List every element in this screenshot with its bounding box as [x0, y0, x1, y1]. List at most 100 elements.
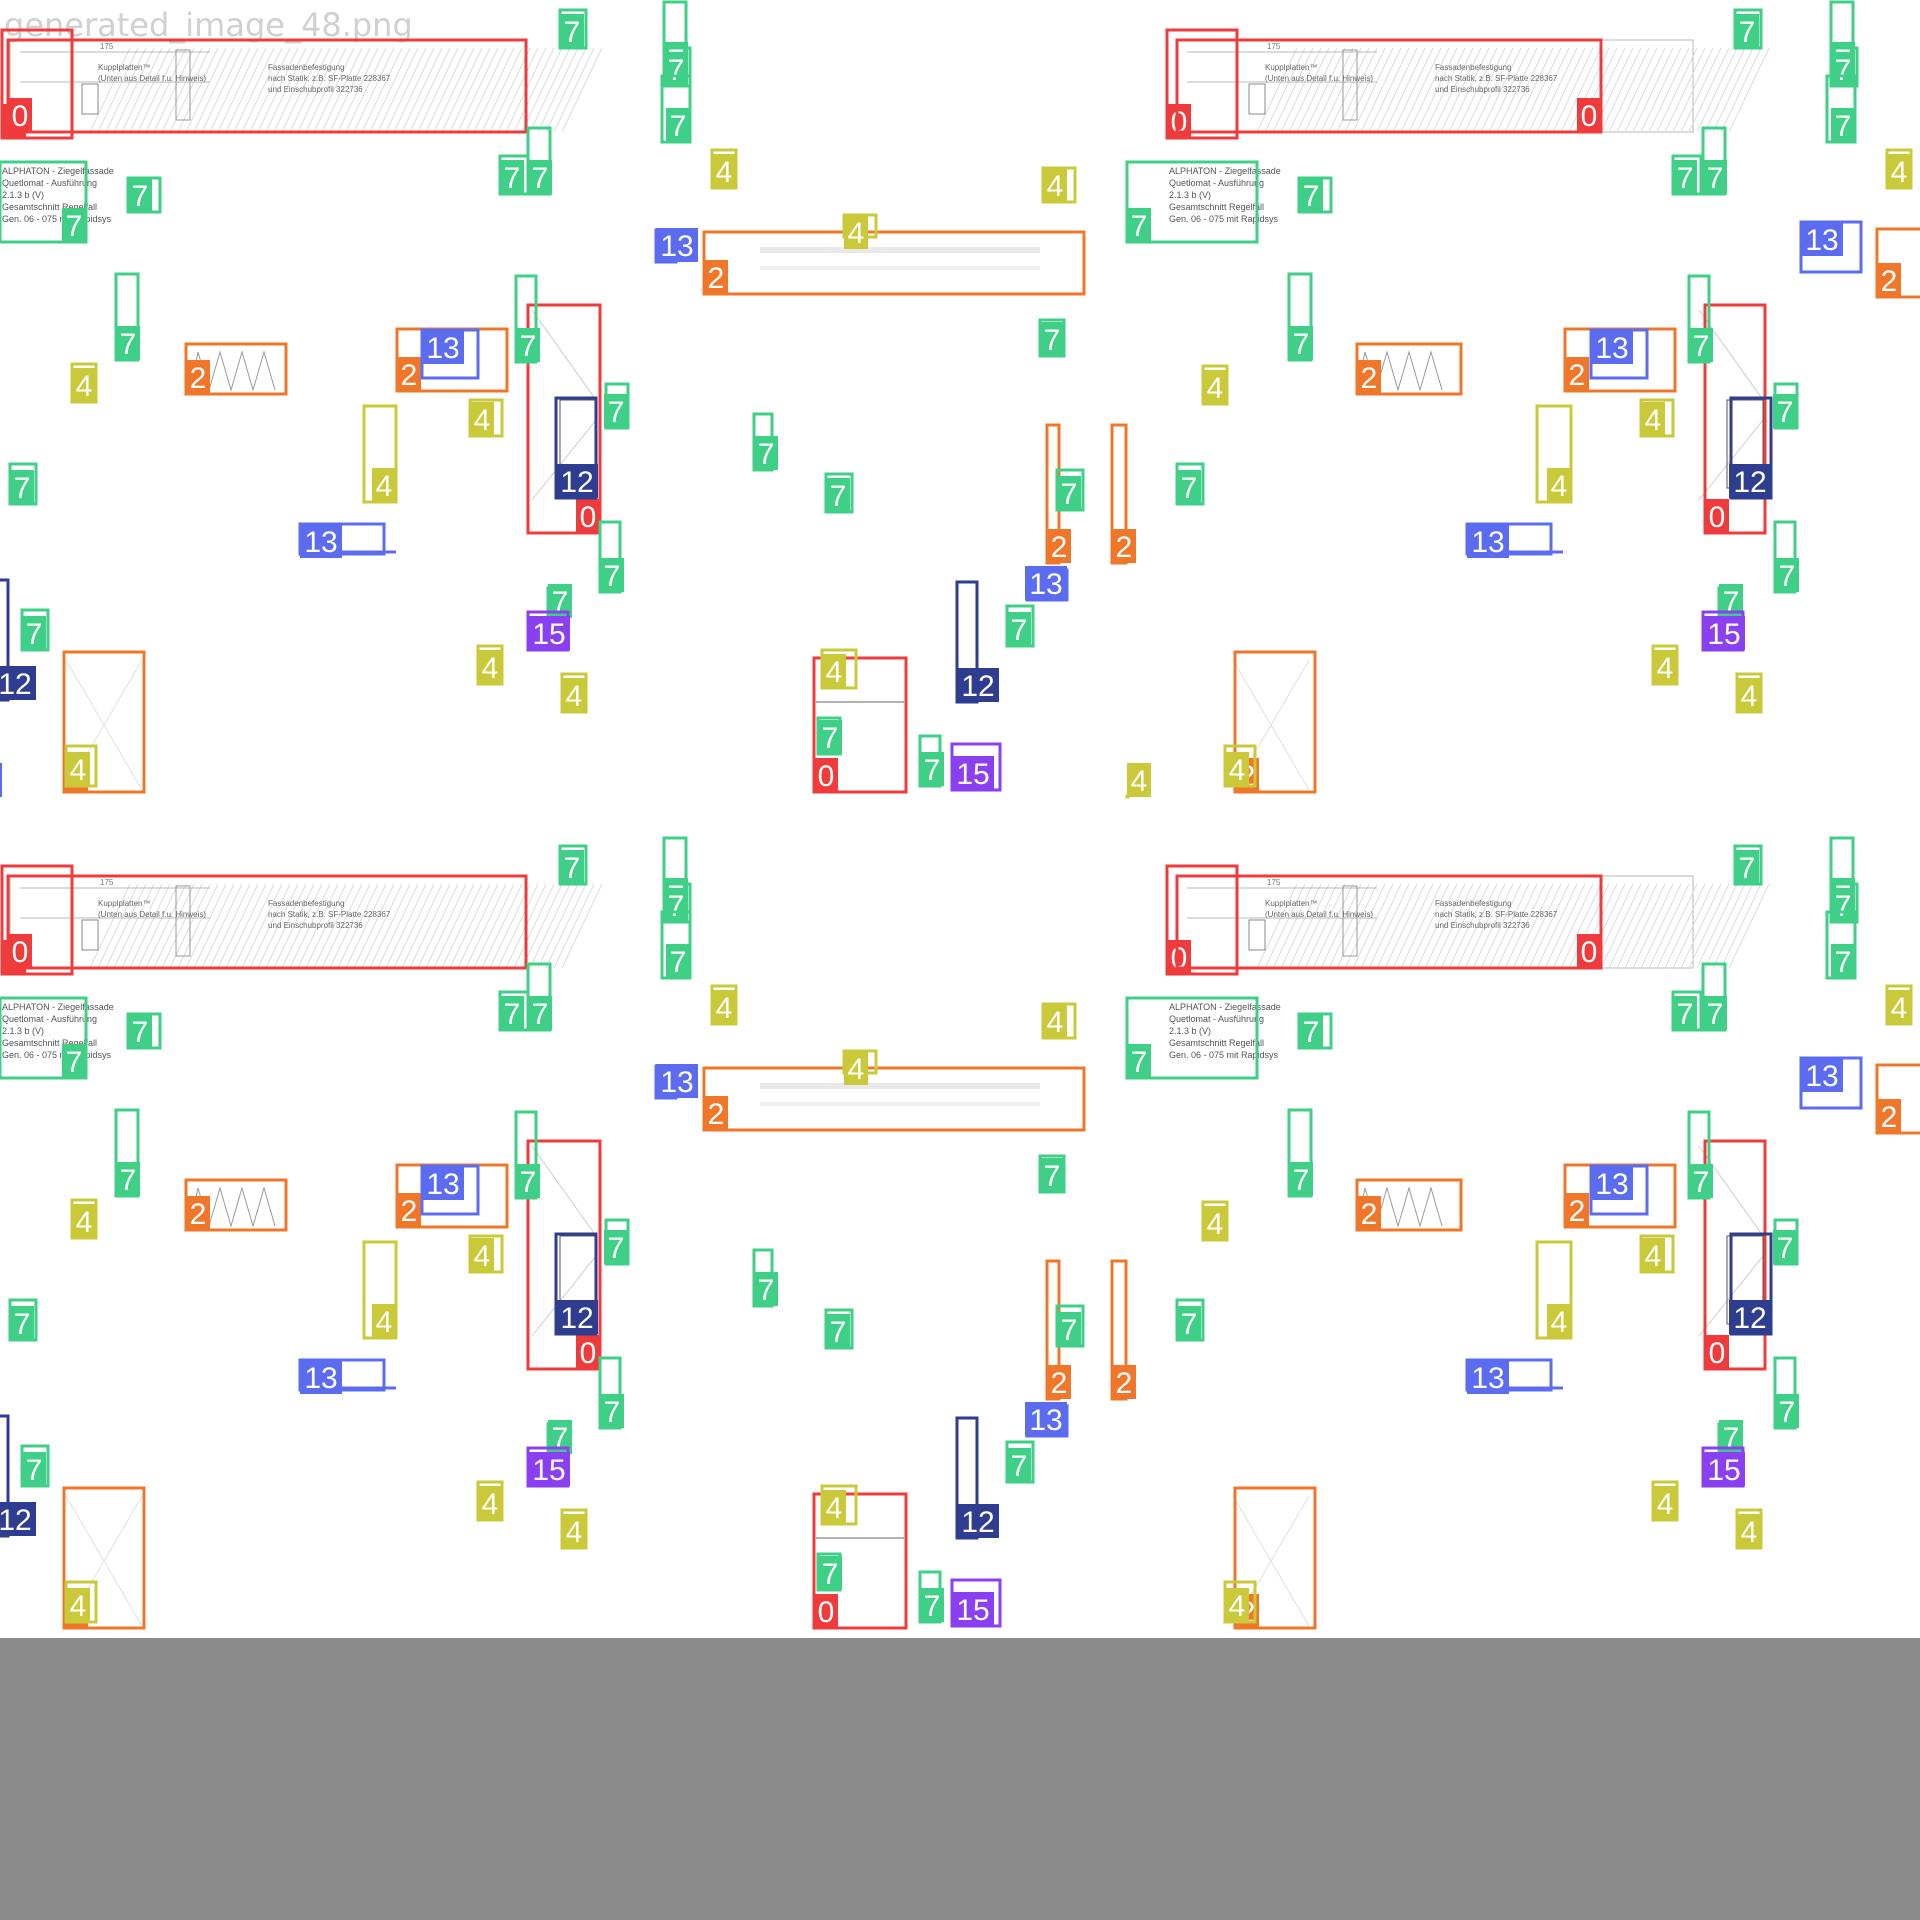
detection-label: 4: [1047, 170, 1064, 203]
title-block-line: ALPHATON - Ziegelfassade: [2, 1002, 114, 1012]
detection-label-bg: [1299, 1014, 1323, 1048]
hatch-line: [369, 47, 411, 133]
hatch-line: [265, 47, 307, 133]
detection-label-bg: [1177, 1306, 1201, 1340]
detection-box-class-7: [1125, 160, 1259, 244]
fassade-note: und Einschubprofil 322736: [268, 921, 363, 930]
detection-label-bg: [1299, 178, 1323, 212]
detection-label-bg: [66, 752, 90, 786]
detection-label: 4: [1229, 754, 1246, 787]
detection-label-bg: [1565, 1193, 1589, 1227]
hatch-line: [393, 47, 435, 133]
hatch-line: [153, 47, 195, 133]
detection-label: 4: [1047, 1006, 1064, 1039]
detection-box-class-2: [62, 1486, 146, 1630]
detection-label: 7: [1779, 560, 1796, 593]
anchor-symbol: [1248, 83, 1266, 115]
detection-label: 7: [1739, 852, 1756, 885]
title-block-line: Quetlomat - Ausführung: [2, 178, 97, 188]
hatch-line: [1368, 883, 1410, 969]
detection-label-bg: [72, 368, 96, 402]
hatch-line: [225, 883, 267, 969]
hatch-line: [1328, 883, 1370, 969]
detection-label: 4: [76, 370, 93, 403]
detection-label: 4: [1891, 992, 1908, 1025]
hatch-line: [1696, 47, 1738, 133]
hatch-line: [161, 883, 203, 969]
detection-label-bg: [826, 478, 850, 512]
hatch-line: [1448, 883, 1490, 969]
detection-label-bg: [664, 888, 688, 922]
hatch-line: [1504, 883, 1546, 969]
detection-label: 12: [560, 466, 593, 499]
hatch-line: [177, 47, 219, 133]
detection-label: 13: [1595, 332, 1628, 365]
detection-box-class-0: [812, 656, 908, 794]
hatch-line: [1632, 883, 1674, 969]
detection-label: 4: [826, 1492, 843, 1525]
detection-label: 4: [566, 680, 583, 713]
detection-label: 13: [1805, 1060, 1838, 1093]
title-block-line: Gesamtschnitt Regelfall: [1169, 202, 1264, 212]
detection-box-class-0: [526, 1139, 602, 1371]
detection-label: 7: [1131, 210, 1148, 243]
hatch-line: [97, 47, 139, 133]
hatch-line: [1648, 47, 1690, 133]
title-block-line: ALPHATON - Ziegelfassade: [2, 166, 114, 176]
detection-label: 4: [848, 1053, 865, 1086]
hatch-line: [1376, 47, 1418, 133]
detection-label: 2: [708, 262, 725, 295]
hatch-line: [1416, 47, 1458, 133]
hatch-line: [529, 883, 571, 969]
detection-label-bg: [712, 990, 736, 1024]
detection-label: 4: [1741, 680, 1758, 713]
title-block-line: 2.1.3 b (V): [1169, 1026, 1211, 1036]
hatch-line: [1304, 883, 1346, 969]
hatch-line: [1536, 883, 1578, 969]
detection-box-class-2: [62, 650, 146, 794]
hatch-line: [1408, 883, 1450, 969]
detection-box-class-0: [1175, 874, 1603, 970]
detection-label: 12: [0, 1504, 32, 1537]
hatch-line: [401, 47, 443, 133]
detection-box-class-0: [0, 28, 74, 140]
detection-label: 4: [848, 217, 865, 250]
hatch-line: [1472, 47, 1514, 133]
detection-label-bg: [556, 464, 598, 498]
hatch-line: [385, 883, 427, 969]
kupplung-note: Kupplplatten™: [98, 899, 150, 908]
detection-label-bg: [1689, 328, 1713, 362]
hatch-line: [105, 883, 147, 969]
detection-label-bg: [562, 1514, 586, 1548]
detection-label: 13: [660, 1066, 693, 1099]
detection-label: 7: [14, 1308, 31, 1341]
hatch-line: [1256, 883, 1298, 969]
detection-label-bg: [1735, 850, 1759, 884]
hatch-line: [377, 883, 419, 969]
detection-box-class-0: [6, 874, 528, 970]
detection-label-bg: [1703, 160, 1727, 194]
hatch-line: [449, 883, 491, 969]
detection-label: 13: [1029, 568, 1062, 601]
title-block-line: Gen. 06 - 075 mit Rapidsys: [2, 214, 112, 224]
detection-label: 7: [132, 1016, 149, 1049]
detection-label-bg: [1831, 108, 1855, 142]
detection-label: 13: [1471, 526, 1504, 559]
detection-label-bg: [500, 996, 524, 1030]
detection-label-bg: [1577, 98, 1601, 132]
hatch-line: [201, 47, 243, 133]
hatch-line: [137, 47, 179, 133]
hatch-line: [537, 47, 579, 133]
detection-label: 4: [1645, 1240, 1662, 1273]
detection-label: 7: [758, 438, 775, 471]
detection-label-bg: [1565, 357, 1589, 391]
detection-label-bg: [576, 1335, 600, 1369]
hatch-line: [401, 883, 443, 969]
hatch-line: [337, 47, 379, 133]
detection-label-bg: [1729, 1300, 1771, 1334]
detection-label-bg: [1289, 1162, 1313, 1196]
detection-label-bg: [1673, 996, 1697, 1030]
hatch-line: [433, 883, 475, 969]
